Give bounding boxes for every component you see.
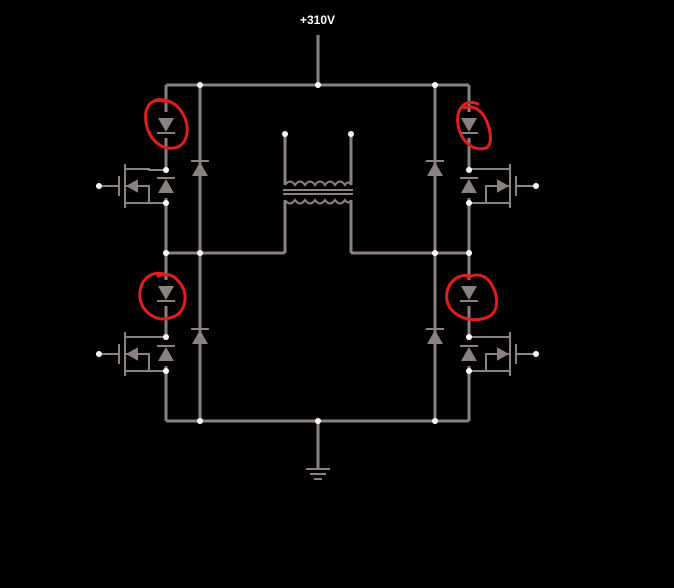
freewheel-diode-bottom-left bbox=[190, 328, 210, 345]
freewheel-diode-bottom-right bbox=[425, 328, 445, 345]
body-diode-top-left bbox=[156, 172, 176, 198]
freewheel-diode-top-left bbox=[190, 160, 210, 177]
ground-icon bbox=[306, 468, 330, 480]
body-diode-top-right bbox=[459, 172, 479, 198]
annotation-circle-bottom-left bbox=[138, 271, 187, 321]
diode-top-left-series bbox=[156, 112, 176, 138]
mosfet-bottom-right bbox=[469, 332, 536, 376]
mosfet-bottom-left bbox=[99, 332, 166, 376]
diode-bottom-left-series bbox=[156, 280, 176, 306]
mosfet-top-right bbox=[469, 164, 536, 208]
body-diode-bottom-left bbox=[156, 340, 176, 366]
annotation-circle-top-left bbox=[144, 98, 189, 150]
annotation-circle-bottom-right bbox=[445, 273, 499, 321]
freewheel-diode-top-right bbox=[425, 160, 445, 177]
annotation-circles bbox=[138, 98, 499, 321]
body-diode-bottom-right bbox=[459, 340, 479, 366]
junction-nodes bbox=[96, 82, 539, 424]
supply-voltage-label: +310V bbox=[300, 13, 336, 27]
mosfet-top-left bbox=[99, 164, 166, 208]
circuit-wires bbox=[164, 35, 471, 468]
diode-bottom-right-series bbox=[459, 280, 479, 306]
transformer-icon bbox=[283, 180, 353, 205]
annotation-circle-top-right bbox=[456, 101, 492, 151]
diode-top-right-series bbox=[459, 112, 479, 138]
